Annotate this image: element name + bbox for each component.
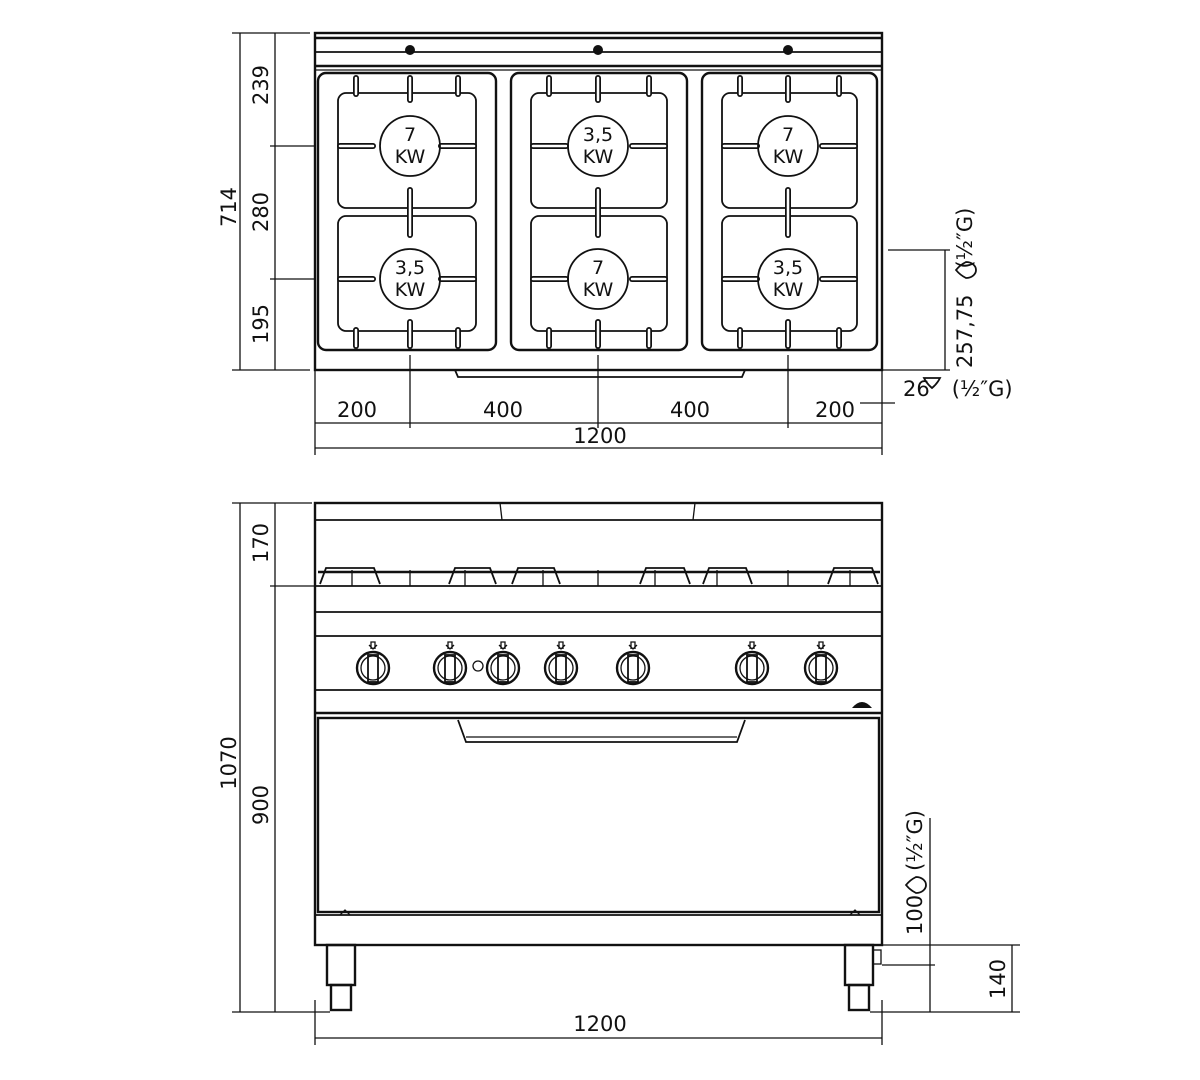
burner-power: 7: [782, 124, 794, 146]
burner-unit: KW: [583, 146, 614, 168]
brand-logo-icon: [852, 702, 872, 708]
pilot-icon: [405, 45, 415, 55]
burner-power: 7: [404, 124, 416, 146]
control-knob[interactable]: [615, 641, 651, 686]
dim-total-depth: 714: [217, 187, 241, 227]
front-dimensions: 1070 170 900 1200 100(½″G) 140: [217, 502, 1020, 1045]
grate-profile: [318, 567, 880, 586]
arrow-indicator-icon: [628, 641, 638, 650]
burner-power: 3,5: [773, 257, 803, 279]
control-knob[interactable]: [734, 641, 770, 686]
control-knob[interactable]: [543, 641, 579, 686]
dim-gas-height: 100(½″G): [903, 810, 927, 935]
arrow-indicator-icon: [816, 641, 826, 650]
front-view: [313, 501, 884, 1012]
burner: 7KW: [379, 115, 441, 177]
burner: 7KW: [757, 115, 819, 177]
gas-drop-icon: [904, 876, 927, 894]
oven-door-handle[interactable]: [457, 719, 746, 743]
dim-top-height: 170: [249, 523, 273, 563]
dim-width-a: 200: [337, 398, 377, 422]
dim-width-b: 400: [483, 398, 523, 422]
gas-drop-icon: [922, 377, 942, 390]
burner: 3,5KW: [757, 248, 819, 310]
arrow-indicator-icon: [556, 641, 566, 650]
dim-gas-x: 26(½″G): [903, 377, 1013, 401]
dim-gas-y: 257,75(½″G): [953, 208, 977, 368]
dim-depth-a: 239: [249, 65, 273, 105]
dim-total-width: 1200: [573, 424, 626, 448]
burner: 3,5KW: [567, 115, 629, 177]
burner-unit: KW: [773, 279, 804, 301]
burner-unit: KW: [583, 279, 614, 301]
dim-width-c: 400: [670, 398, 710, 422]
leg-left: [325, 943, 357, 987]
burner: 3,5KW: [379, 248, 441, 310]
burner-power: 7: [592, 257, 604, 279]
grate: [316, 71, 498, 352]
dim-depth-c: 195: [249, 304, 273, 344]
burner-unit: KW: [773, 146, 804, 168]
ignition-button[interactable]: [472, 660, 484, 672]
control-knobs: [355, 641, 839, 686]
dim-leg-height: 140: [986, 959, 1010, 999]
top-dimensions: 714 239 280 195 200 400 400 200 1200 257…: [217, 32, 1013, 455]
gas-inlet: [872, 949, 882, 965]
pilot-icon: [783, 45, 793, 55]
burner-unit: KW: [395, 146, 426, 168]
gas-drop-icon: [954, 261, 977, 279]
leg-right: [843, 943, 875, 987]
control-knob[interactable]: [355, 641, 391, 686]
oven-door[interactable]: [316, 716, 881, 914]
pilot-icon: [593, 45, 603, 55]
burner: 7KW: [567, 248, 629, 310]
arrow-indicator-icon: [747, 641, 757, 650]
dim-work-height: 900: [249, 785, 273, 825]
burner-power: 3,5: [583, 124, 613, 146]
front-outline: [313, 501, 884, 947]
arrow-indicator-icon: [445, 641, 455, 650]
grate: [509, 71, 689, 352]
burner-power: 3,5: [395, 257, 425, 279]
grate: [700, 71, 879, 352]
dim-depth-b: 280: [249, 192, 273, 232]
control-knob[interactable]: [803, 641, 839, 686]
oven-handle-outline: [454, 369, 746, 378]
control-knob[interactable]: [432, 641, 468, 686]
burner-unit: KW: [395, 279, 426, 301]
control-knob[interactable]: [485, 641, 521, 686]
dim-width-d: 200: [815, 398, 855, 422]
arrow-indicator-icon: [498, 641, 508, 650]
dim-front-width: 1200: [573, 1012, 626, 1036]
arrow-indicator-icon: [368, 641, 378, 650]
dim-total-height: 1070: [217, 736, 241, 789]
